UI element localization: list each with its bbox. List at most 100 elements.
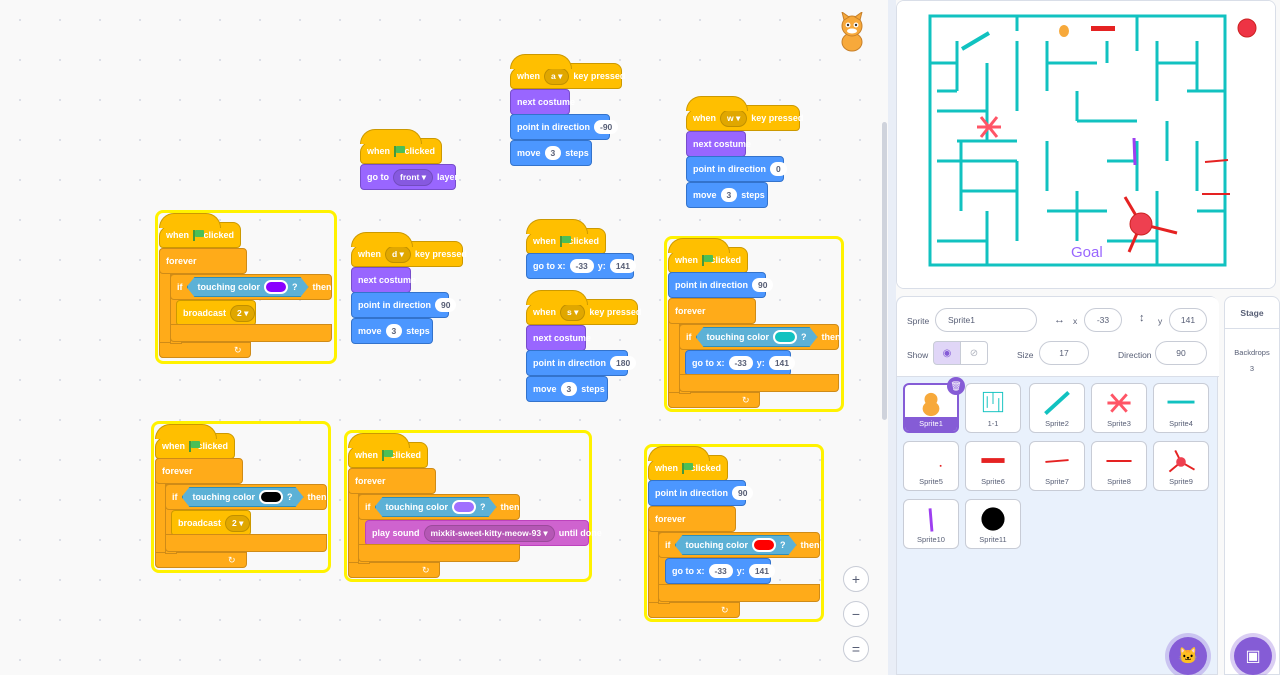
x-input[interactable]: -33 [728,356,753,370]
steps-input[interactable]: 3 [720,188,738,202]
code-scrollbar[interactable] [882,122,887,420]
y-input[interactable]: 141 [609,259,636,273]
go-to-xy-block[interactable]: go to x: -33 y: 141 [526,253,636,279]
color-swatch-teal[interactable] [773,330,797,344]
forever-block[interactable]: forever [648,506,736,532]
forever-block[interactable]: forever [159,248,247,274]
point-in-direction-block[interactable]: point in direction 0 [686,156,787,182]
direction-input[interactable]: -90 [594,120,619,134]
when-flag-clicked-block[interactable]: when clicked [526,219,606,254]
color-swatch-purple[interactable] [264,280,288,294]
touching-color-condition[interactable]: touching color ? [675,535,797,555]
forever-block[interactable]: forever [348,468,436,494]
sprite-tile-1-1[interactable]: 1-1 [965,383,1021,433]
when-key-pressed-block[interactable]: when d ▾ key pressed [351,232,467,267]
sprite-tile-sprite6[interactable]: Sprite6 [965,441,1021,491]
direction-input[interactable]: 90 [1155,341,1207,365]
when-flag-clicked-block[interactable]: when clicked [648,446,728,481]
forever-block[interactable]: forever [668,298,756,324]
layer-dropdown[interactable]: front ▾ [393,168,433,186]
if-then-block[interactable]: if touching color ? then [165,484,327,510]
y-input[interactable]: 141 [768,356,795,370]
when-flag-clicked-block[interactable]: when clicked [159,213,241,248]
color-swatch-red[interactable] [752,538,776,552]
when-key-pressed-block[interactable]: when a ▾ key pressed [510,54,625,89]
direction-input[interactable]: 90 [435,298,457,312]
if-then-block[interactable]: if touching color ? then [358,494,520,520]
go-to-xy-block[interactable]: go to x: -33 y: 141 [665,558,775,584]
move-steps-block[interactable]: move 3 steps [351,318,433,344]
move-steps-block[interactable]: move 3 steps [686,182,768,208]
next-costume-block[interactable]: next costume [686,131,751,157]
code-workspace[interactable]: when clicked go to front ▾ layer when cl… [0,0,888,675]
if-then-block[interactable]: if touching color ? then [679,324,841,350]
broadcast-block[interactable]: broadcast 2 ▾ [176,300,256,326]
sprite-tile-sprite10[interactable]: Sprite10 [903,499,959,549]
stage-canvas[interactable]: Goal [896,0,1276,289]
sprite-name-input[interactable]: Sprite1 [935,308,1037,332]
point-in-direction-block[interactable]: point in direction 90 [351,292,457,318]
key-dropdown[interactable]: w ▾ [720,109,748,127]
touching-color-condition[interactable]: touching color ? [696,327,818,347]
sprite-tile-sprite7[interactable]: Sprite7 [1029,441,1085,491]
if-then-block[interactable]: if touching color ? then [658,532,820,558]
key-dropdown[interactable]: s ▾ [560,303,586,321]
when-flag-clicked-block[interactable]: when clicked [360,129,442,164]
key-dropdown[interactable]: a ▾ [544,67,570,85]
touching-color-condition[interactable]: touching color ? [182,487,304,507]
y-input[interactable]: 141 [1169,308,1207,332]
next-costume-block[interactable]: next costume [351,267,416,293]
zoom-reset-button[interactable]: = [843,636,869,662]
next-costume-block[interactable]: next costume [510,89,575,115]
sprite-tile-sprite1[interactable]: Sprite1 🗑 [903,377,965,433]
when-flag-clicked-block[interactable]: when clicked [668,238,748,273]
direction-input[interactable]: 90 [732,486,754,500]
next-costume-block[interactable]: next costume [526,325,591,351]
broadcast-message-dropdown[interactable]: 2 ▾ [230,304,256,322]
key-dropdown[interactable]: d ▾ [385,245,411,263]
size-input[interactable]: 17 [1039,341,1089,365]
color-swatch-black[interactable] [259,490,283,504]
point-in-direction-block[interactable]: point in direction 90 [668,272,774,298]
sound-dropdown[interactable]: mixkit-sweet-kitty-meow-93 ▾ [423,524,555,542]
sprite-tile-sprite11[interactable]: Sprite11 [965,499,1021,549]
show-visible-button[interactable]: ◉ [933,341,961,365]
show-hidden-button[interactable]: ⊘ [960,341,988,365]
direction-input[interactable]: 90 [752,278,774,292]
direction-input[interactable]: 180 [610,356,637,370]
go-to-layer-block[interactable]: go to front ▾ layer [360,164,458,190]
sprite-tile-sprite2[interactable]: Sprite2 [1029,383,1085,433]
steps-input[interactable]: 3 [560,382,578,396]
x-input[interactable]: -33 [1084,308,1122,332]
point-in-direction-block[interactable]: point in direction 180 [526,350,637,376]
sprite-tile-sprite8[interactable]: Sprite8 [1091,441,1147,491]
when-flag-clicked-block[interactable]: when clicked [155,424,235,459]
sprite-tile-sprite4[interactable]: Sprite4 [1153,383,1209,433]
sprite-tile-sprite3[interactable]: Sprite3 [1091,383,1147,433]
when-key-pressed-block[interactable]: when s ▾ key pressed [526,290,641,325]
touching-color-condition[interactable]: touching color ? [375,497,497,517]
sprite-tile-sprite5[interactable]: Sprite5 [903,441,959,491]
if-then-block[interactable]: if touching color ? then [170,274,332,300]
x-input[interactable]: -33 [708,564,733,578]
move-steps-block[interactable]: move 3 steps [510,140,592,166]
choose-sprite-button[interactable]: 🐱 [1169,637,1207,675]
stage-target-pane[interactable]: Stage Backdrops 3 ▣ [1224,296,1280,675]
point-in-direction-block[interactable]: point in direction 90 [648,480,754,506]
y-input[interactable]: 141 [748,564,775,578]
play-sound-until-done-block[interactable]: play sound mixkit-sweet-kitty-meow-93 ▾ … [365,520,602,546]
move-steps-block[interactable]: move 3 steps [526,376,608,402]
steps-input[interactable]: 3 [385,324,403,338]
delete-sprite-button[interactable]: 🗑 [947,377,965,395]
point-in-direction-block[interactable]: point in direction -90 [510,114,619,140]
sprite-tile-sprite9[interactable]: Sprite9 [1153,441,1209,491]
broadcast-message-dropdown[interactable]: 2 ▾ [225,514,251,532]
zoom-out-button[interactable]: − [843,601,869,627]
choose-backdrop-button[interactable]: ▣ [1234,637,1272,675]
go-to-xy-block[interactable]: go to x: -33 y: 141 [685,350,795,376]
steps-input[interactable]: 3 [544,146,562,160]
direction-input[interactable]: 0 [770,162,787,176]
forever-block[interactable]: forever [155,458,243,484]
when-flag-clicked-block[interactable]: when clicked [348,433,428,468]
when-key-pressed-block[interactable]: when w ▾ key pressed [686,96,803,131]
